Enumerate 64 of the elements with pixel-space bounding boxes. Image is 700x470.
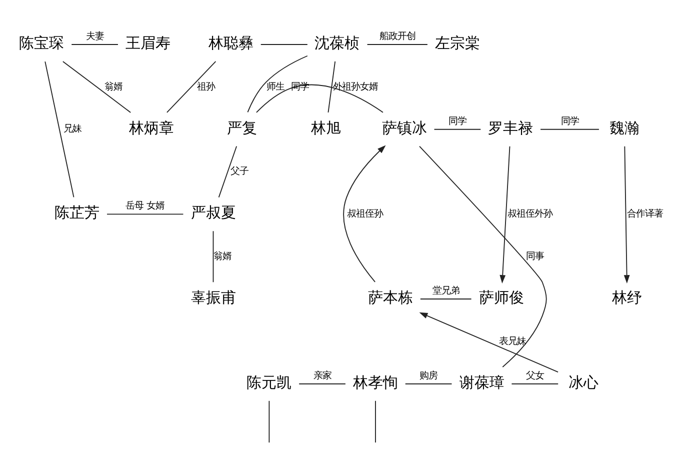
connector: [511, 382, 559, 384]
node-text: 萨镇冰: [382, 118, 427, 136]
edge-label: 翁婿: [214, 250, 232, 262]
edge-label: 外祖孙女婿: [332, 80, 378, 92]
node-text: 林孝恂: [352, 372, 398, 391]
node-text: 林纾: [612, 288, 642, 306]
edge-label: 叔祖侄孙: [347, 208, 384, 220]
connector: [62, 60, 132, 112]
edge-label: 合作译著: [626, 208, 663, 220]
edge-label: 夫妻: [86, 30, 104, 42]
connector: [247, 54, 308, 112]
connector: [218, 145, 238, 198]
connector: [434, 128, 482, 130]
edge-label: 船政开创: [379, 30, 416, 42]
node-text: 林旭: [311, 118, 342, 136]
connector: [268, 400, 270, 442]
node-text: 陈宝琛: [19, 34, 64, 52]
connector: [375, 400, 376, 442]
connector: [420, 298, 472, 299]
arrow: [624, 145, 630, 283]
node-text: 左宗棠: [435, 34, 480, 52]
arrow: [343, 144, 386, 282]
edge-label: 叔祖侄外孙: [507, 208, 552, 220]
node-text: 谢葆璋: [459, 372, 504, 391]
edge-label: 祖孙: [196, 80, 215, 92]
node-text: 辜振甫: [190, 288, 236, 306]
connector: [256, 84, 384, 112]
edge-label: 父女: [526, 370, 544, 381]
connector: [212, 230, 214, 282]
node-text: 严叔夏: [190, 203, 236, 222]
arrow: [500, 145, 510, 283]
edge-label: 兄妹: [63, 123, 82, 134]
edge-label: 父子: [230, 166, 248, 177]
node-text: 林聪彝: [208, 34, 254, 52]
node-text: 冰心: [568, 372, 598, 391]
node-text: 陈元凯: [246, 372, 292, 391]
edge-label: 翁婿: [104, 80, 122, 92]
node-text: 陈芷芳: [54, 203, 100, 222]
node-text: 林炳章: [129, 118, 174, 136]
edge-label: 购房: [420, 370, 438, 381]
node-text: 严复: [227, 118, 258, 136]
node-text: 沈葆桢: [314, 34, 360, 52]
edge-label: 岳母 女婿: [126, 200, 165, 212]
node-text: 魏瀚: [609, 118, 640, 136]
connector: [419, 145, 547, 367]
edge-label: 师生: [266, 80, 285, 92]
edge-label: 同学: [560, 115, 579, 126]
edge-label: 同事: [526, 250, 544, 262]
node-text: 萨师俊: [478, 288, 524, 306]
connector: [298, 382, 346, 384]
edge-label: 表兄妹: [499, 335, 526, 346]
node-text: 萨本栋: [368, 288, 413, 306]
edge-label: 堂兄弟: [432, 284, 460, 296]
connector: [44, 60, 74, 198]
connector: [106, 213, 184, 214]
connector: [404, 382, 452, 384]
arrow: [419, 312, 558, 372]
connector: [540, 128, 600, 130]
connector: [328, 60, 336, 112]
edge-label: 亲家: [313, 370, 332, 381]
connector: [166, 60, 216, 112]
node-text: 罗丰禄: [488, 118, 534, 136]
node-text: 王眉寿: [125, 34, 170, 52]
edge-label: 同学: [448, 115, 467, 126]
